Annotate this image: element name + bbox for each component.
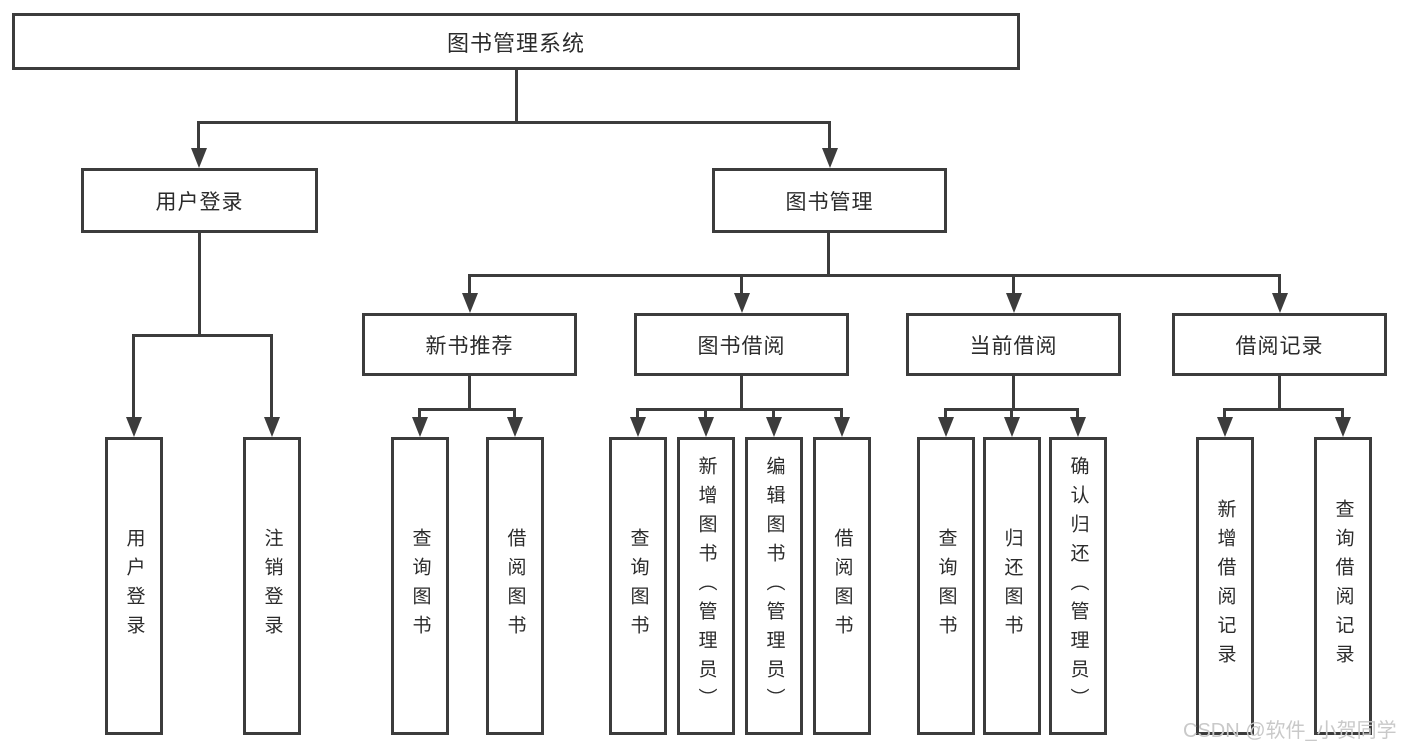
- leaf-br-add: 新增借阅记录: [1196, 437, 1254, 735]
- arrow-to-borrow-records: [1278, 274, 1281, 293]
- edge-user-login-stem: [198, 233, 201, 337]
- node-current-borrow-label: 当前借阅: [969, 334, 1058, 358]
- leaf-logout: 注销登录: [243, 437, 301, 735]
- leaf-br-query-label: 查询借阅记录: [1332, 499, 1354, 673]
- leaf-bb-borrow: 借阅图书: [813, 437, 871, 735]
- arrow-to-leaf-logout: [270, 334, 273, 417]
- arrow-to-book-borrow: [740, 274, 743, 293]
- node-user-login: 用户登录: [81, 168, 318, 233]
- leaf-user-login-label: 用户登录: [123, 528, 145, 644]
- edge-new-books-bar: [418, 408, 516, 411]
- node-new-books: 新书推荐: [362, 313, 577, 376]
- arrow-to-cb-confirm: [1076, 408, 1079, 417]
- leaf-cb-return-label: 归还图书: [1001, 528, 1023, 644]
- leaf-cb-confirm-label: 确认归还（管理员）: [1067, 455, 1089, 717]
- edge-book-borrow-stem: [740, 376, 743, 411]
- edge-book-mgmt-stem: [827, 233, 830, 277]
- arrow-to-user-login: [197, 121, 200, 148]
- leaf-nb-borrow-label: 借阅图书: [504, 528, 526, 644]
- arrow-to-current-borrow: [1012, 274, 1015, 293]
- arrow-to-new-books: [468, 274, 471, 293]
- leaf-nb-query: 查询图书: [391, 437, 449, 735]
- node-new-books-label: 新书推荐: [425, 334, 514, 358]
- arrow-to-book-mgmt: [828, 121, 831, 148]
- leaf-bb-borrow-label: 借阅图书: [831, 528, 853, 644]
- leaf-bb-edit-label: 编辑图书（管理员）: [763, 455, 785, 717]
- arrow-to-cb-query: [944, 408, 947, 417]
- leaf-cb-query: 查询图书: [917, 437, 975, 735]
- leaf-br-query: 查询借阅记录: [1314, 437, 1372, 735]
- arrow-to-br-add: [1223, 408, 1226, 417]
- edge-borrow-records-stem: [1278, 376, 1281, 411]
- leaf-nb-borrow: 借阅图书: [486, 437, 544, 735]
- csdn-watermark: CSDN @软件_小贺同学: [1183, 720, 1397, 742]
- leaf-cb-return: 归还图书: [983, 437, 1041, 735]
- node-root: 图书管理系统: [12, 13, 1020, 70]
- edge-borrow-records-bar: [1223, 408, 1344, 411]
- node-user-login-label: 用户登录: [155, 190, 244, 214]
- leaf-bb-add-label: 新增图书（管理员）: [695, 455, 717, 717]
- arrow-to-cb-return: [1010, 408, 1013, 417]
- leaf-cb-query-label: 查询图书: [935, 528, 957, 644]
- node-root-label: 图书管理系统: [446, 30, 585, 56]
- leaf-cb-confirm: 确认归还（管理员）: [1049, 437, 1107, 735]
- leaf-bb-add: 新增图书（管理员）: [677, 437, 735, 735]
- node-book-borrow: 图书借阅: [634, 313, 849, 376]
- node-current-borrow: 当前借阅: [906, 313, 1121, 376]
- arrow-to-bb-query: [636, 408, 639, 417]
- node-book-mgmt: 图书管理: [712, 168, 947, 233]
- arrow-to-bb-add: [704, 408, 707, 417]
- node-borrow-records-label: 借阅记录: [1235, 334, 1324, 358]
- leaf-nb-query-label: 查询图书: [409, 528, 431, 644]
- node-book-mgmt-label: 图书管理: [785, 190, 874, 214]
- arrow-to-bb-borrow: [840, 408, 843, 417]
- leaf-bb-query-label: 查询图书: [627, 528, 649, 644]
- edge-new-books-stem: [468, 376, 471, 411]
- leaf-bb-edit: 编辑图书（管理员）: [745, 437, 803, 735]
- arrow-to-br-query: [1341, 408, 1344, 417]
- leaf-br-add-label: 新增借阅记录: [1214, 499, 1236, 673]
- node-book-borrow-label: 图书借阅: [697, 334, 786, 358]
- leaf-user-login: 用户登录: [105, 437, 163, 735]
- arrow-to-bb-edit: [772, 408, 775, 417]
- edge-root-bar: [198, 121, 831, 124]
- arrow-to-nb-borrow: [513, 408, 516, 417]
- edge-book-borrow-bar: [636, 408, 843, 411]
- arrow-to-nb-query: [418, 408, 421, 417]
- edge-current-borrow-stem: [1012, 376, 1015, 411]
- leaf-logout-label: 注销登录: [261, 528, 283, 644]
- edge-root-stem: [515, 70, 518, 124]
- edge-book-mgmt-bar: [468, 274, 1281, 277]
- leaf-bb-query: 查询图书: [609, 437, 667, 735]
- edge-user-login-bar: [132, 334, 273, 337]
- node-borrow-records: 借阅记录: [1172, 313, 1387, 376]
- arrow-to-leaf-login: [132, 334, 135, 417]
